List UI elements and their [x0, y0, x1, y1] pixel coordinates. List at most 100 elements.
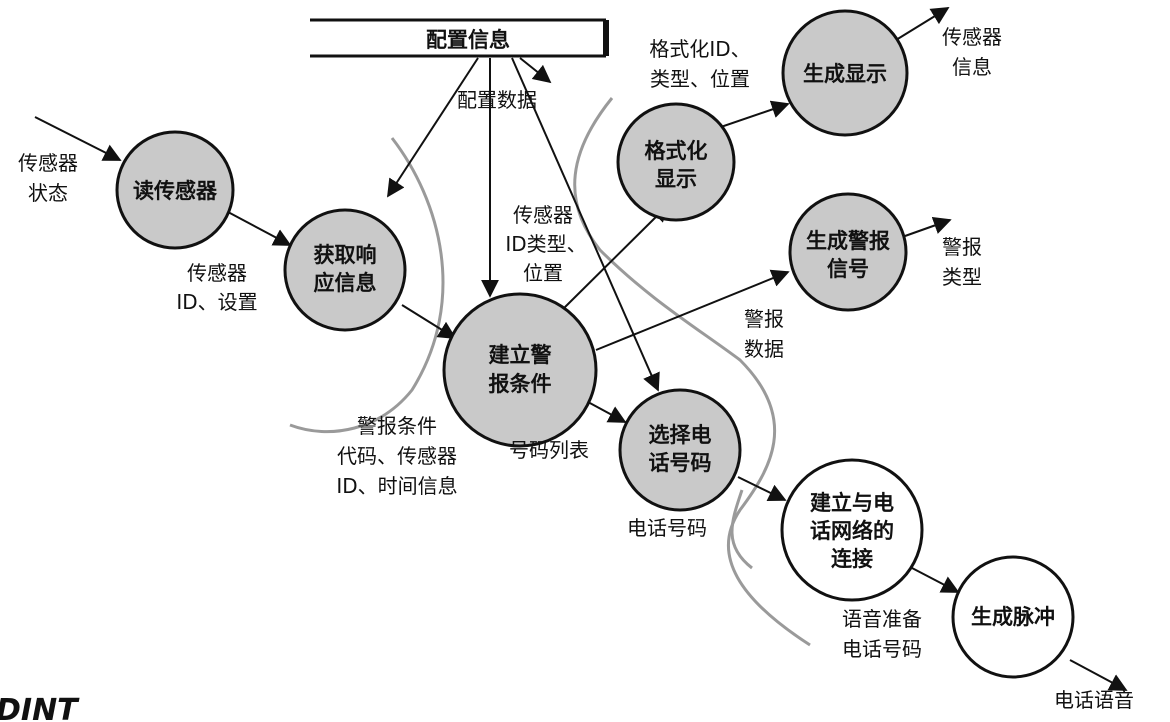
- label-config-data: 配置数据: [457, 88, 537, 112]
- svg-text:选择电: 选择电: [649, 423, 712, 447]
- node-get-response: 获取响 应信息: [283, 208, 407, 332]
- svg-text:电话号码: 电话号码: [842, 637, 922, 661]
- svg-text:建立与电: 建立与电: [810, 491, 894, 515]
- svg-text:生成脉冲: 生成脉冲: [971, 605, 1055, 629]
- flow-connect-to-pulse: [911, 567, 960, 593]
- svg-text:传感器: 传感器: [513, 203, 573, 227]
- node-alarm-condition-line-1: 建立警: [489, 343, 552, 367]
- svg-text:警报: 警报: [744, 307, 784, 331]
- svg-text:ID、时间信息: ID、时间信息: [336, 474, 457, 498]
- label-alarm-code-3: ID、时间信息: [336, 474, 457, 498]
- svg-text:位置: 位置: [523, 261, 563, 285]
- node-gen-alarm-line-2: 信号: [827, 257, 869, 281]
- label-phone-voice: 电话语音: [1054, 688, 1134, 712]
- node-format-display-line-1: 格式化: [645, 139, 708, 163]
- label-sensor-id-type-1: 传感器: [513, 203, 573, 227]
- node-read-sensor: 读传感器: [115, 130, 235, 250]
- svg-text:警报: 警报: [942, 235, 982, 259]
- node-connect-network-line-1: 建立与电: [810, 491, 894, 515]
- label-alarm-code-1: 警报条件: [357, 414, 437, 438]
- label-sensor-status-2: 状态: [28, 181, 68, 205]
- svg-text:ID类型、: ID类型、: [505, 232, 586, 256]
- node-alarm-condition-line-2: 报条件: [489, 372, 552, 396]
- node-connect-network: 建立与电 话网络的 连接: [780, 458, 924, 602]
- node-format-display-line-2: 显示: [655, 167, 697, 191]
- svg-text:ID、设置: ID、设置: [176, 290, 257, 314]
- label-format-id-1: 格式化ID、: [649, 37, 750, 61]
- label-sensor-info-1: 传感器: [942, 25, 1002, 49]
- node-gen-display-line-1: 生成显示: [803, 62, 887, 86]
- label-sensor-info-2: 信息: [952, 55, 992, 79]
- node-gen-display: 生成显示: [781, 9, 909, 137]
- svg-text:类型: 类型: [942, 265, 982, 289]
- node-format-display: 格式化 显示: [616, 102, 736, 222]
- flow-sensor-status: [34, 116, 122, 161]
- svg-text:传感器: 传感器: [187, 261, 247, 285]
- label-phone-number: 电话号码: [627, 516, 707, 540]
- flow-format-to-display: [717, 100, 790, 129]
- label-sensor-id-type-2: ID类型、: [505, 232, 586, 256]
- svg-text:传感器: 传感器: [942, 25, 1002, 49]
- flow-alarm-to-format: [559, 203, 670, 313]
- node-select-phone-line-1: 选择电: [649, 423, 712, 447]
- boundary-left: [289, 137, 445, 434]
- node-gen-pulse-line-1: 生成脉冲: [971, 605, 1055, 629]
- svg-text:生成显示: 生成显示: [803, 62, 887, 86]
- flow-get-to-alarm: [401, 304, 457, 339]
- svg-text:格式化ID、: 格式化ID、: [649, 37, 750, 61]
- label-sensor-id-setting-2: ID、设置: [176, 290, 257, 314]
- svg-text:电话号码: 电话号码: [627, 516, 707, 540]
- watermark-logo: DINT: [0, 693, 80, 722]
- label-alarm-code-2: 代码、传感器: [337, 444, 457, 468]
- label-sensor-status-1: 传感器: [18, 151, 78, 175]
- node-get-response-line-1: 获取响: [314, 243, 377, 267]
- label-sensor-id-setting-1: 传感器: [187, 261, 247, 285]
- svg-text:格式化: 格式化: [645, 139, 708, 163]
- store-label: 配置信息: [426, 28, 510, 52]
- node-connect-network-line-2: 话网络的: [810, 519, 894, 543]
- svg-text:获取响: 获取响: [314, 243, 377, 267]
- label-alarm-data-2: 数据: [744, 337, 784, 361]
- svg-text:信息: 信息: [952, 55, 992, 79]
- label-sensor-id-type-3: 位置: [523, 261, 563, 285]
- flow-store-to-get: [387, 57, 479, 198]
- flow-alarm-to-gen-alarm: [595, 269, 790, 351]
- svg-text:应信息: 应信息: [314, 271, 377, 295]
- svg-text:读传感器: 读传感器: [133, 179, 218, 203]
- flow-store-to-format: [519, 57, 552, 84]
- config-store: 配置信息: [310, 18, 609, 58]
- svg-text:状态: 状态: [28, 181, 68, 205]
- node-connect-network-line-3: 连接: [831, 547, 873, 571]
- node-gen-pulse: 生成脉冲: [951, 555, 1075, 679]
- boundary-bottom: [730, 489, 753, 570]
- node-select-phone-line-2: 话号码: [649, 451, 712, 475]
- svg-text:代码、传感器: 代码、传感器: [337, 444, 457, 468]
- label-alarm-type-2: 类型: [942, 265, 982, 289]
- node-get-response-line-2: 应信息: [314, 271, 377, 295]
- label-alarm-data-1: 警报: [744, 307, 784, 331]
- label-format-id-2: 类型、位置: [650, 67, 750, 91]
- svg-text:类型、位置: 类型、位置: [650, 67, 750, 91]
- svg-text:显示: 显示: [655, 167, 697, 191]
- flow-pulse-to-voice: [1069, 659, 1128, 691]
- flow-read-to-get: [227, 211, 292, 246]
- flow-gen-alarm-to-type: [904, 216, 952, 237]
- svg-text:建立警: 建立警: [489, 343, 552, 367]
- label-voice-ready-1: 语音准备: [842, 607, 922, 631]
- svg-text:电话语音: 电话语音: [1054, 688, 1134, 712]
- svg-text:话号码: 话号码: [649, 451, 712, 475]
- svg-text:数据: 数据: [744, 337, 784, 361]
- svg-text:话网络的: 话网络的: [810, 519, 894, 543]
- flow-alarm-to-phone: [587, 401, 627, 423]
- flow-phone-to-connect: [737, 476, 787, 501]
- svg-text:配置数据: 配置数据: [457, 88, 537, 112]
- node-gen-alarm-line-1: 生成警报: [806, 229, 890, 253]
- svg-text:传感器: 传感器: [18, 151, 78, 175]
- svg-text:语音准备: 语音准备: [842, 607, 922, 631]
- svg-text:号码列表: 号码列表: [509, 438, 589, 462]
- flow-display-to-info: [895, 7, 950, 41]
- svg-text:警报条件: 警报条件: [357, 414, 437, 438]
- svg-text:生成警报: 生成警报: [806, 229, 890, 253]
